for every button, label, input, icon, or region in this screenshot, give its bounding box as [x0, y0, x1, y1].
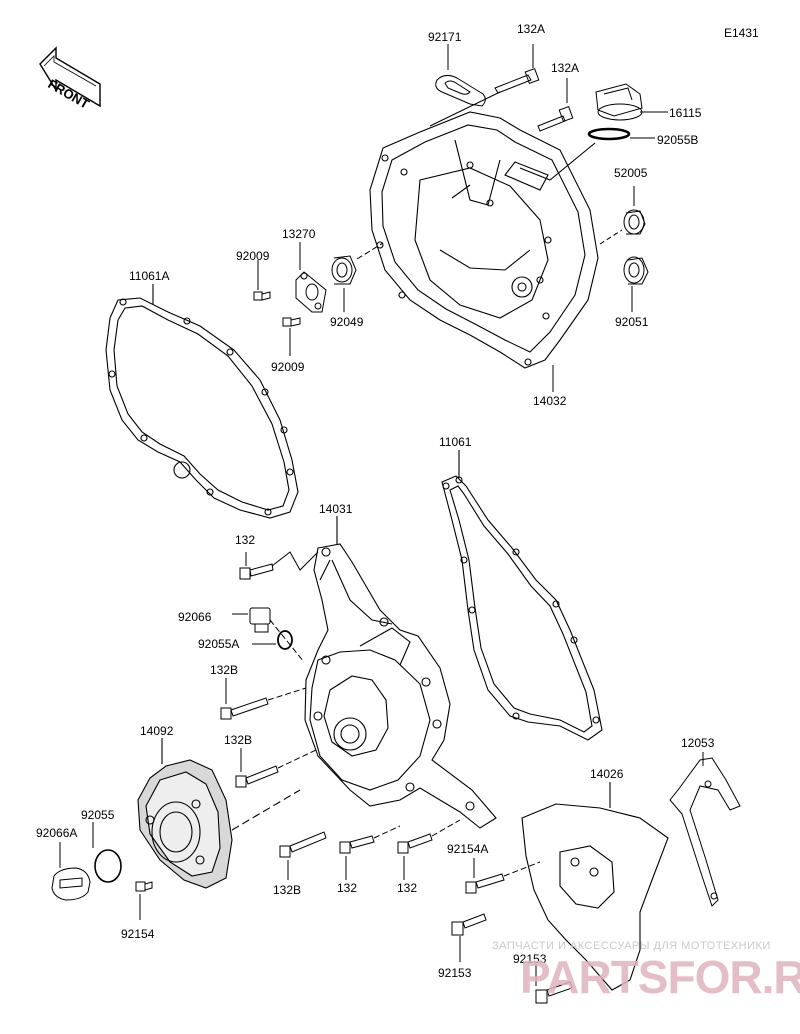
watermark-logo: PARTSFOR.RU	[520, 951, 800, 1003]
bolt-132-top[interactable]	[239, 551, 319, 580]
label-132-3: 132	[397, 881, 418, 895]
gasket-11061a[interactable]	[105, 284, 299, 519]
ref-code: E1431	[724, 26, 759, 40]
label-92009-1: 92009	[236, 249, 270, 263]
bolt-132a-lower[interactable]	[537, 106, 574, 132]
label-92009-2: 92009	[271, 360, 305, 374]
label-92066a: 92066A	[36, 826, 78, 840]
screw-92009-upper[interactable]	[253, 260, 271, 301]
bracket-12053[interactable]	[669, 752, 741, 907]
label-11061a: 11061A	[129, 269, 170, 283]
clamp-92171[interactable]	[435, 44, 486, 107]
bolt-132-mid[interactable]	[339, 825, 401, 880]
seal-52005[interactable]	[599, 186, 646, 245]
label-92153-2: 92153	[513, 952, 547, 966]
label-14032: 14032	[533, 394, 567, 408]
label-132b-2: 132B	[224, 733, 253, 747]
bolt-132b-b[interactable]	[235, 748, 317, 788]
bolt-132b-c[interactable]	[279, 831, 327, 880]
bolt-92153-left[interactable]	[451, 913, 487, 962]
label-132a-1: 132A	[517, 22, 546, 36]
screw-92009-lower[interactable]	[282, 317, 301, 356]
seal-92051[interactable]	[623, 256, 649, 312]
label-132-1: 132	[235, 533, 256, 547]
oil-cap-16115[interactable]	[595, 83, 668, 121]
bolt-132b-a[interactable]	[220, 678, 307, 720]
label-132-2: 132	[337, 881, 358, 895]
bolt-132-right[interactable]	[397, 819, 461, 880]
label-52005: 52005	[614, 166, 648, 180]
generator-cover[interactable]	[304, 516, 497, 829]
label-92171: 92171	[428, 30, 462, 44]
label-92055: 92055	[81, 808, 115, 822]
bolt-132a-upper[interactable]	[429, 68, 540, 127]
front-arrow-icon	[39, 46, 101, 108]
label-92055a: 92055A	[198, 637, 240, 651]
label-16115: 16115	[669, 106, 702, 120]
label-92051: 92051	[615, 315, 649, 329]
plug-92066[interactable]	[232, 607, 305, 663]
clutch-cover[interactable]	[369, 111, 599, 369]
gasket-11061[interactable]	[441, 450, 603, 741]
label-14031: 14031	[319, 502, 353, 516]
label-92153-1: 92153	[438, 966, 472, 980]
label-92049: 92049	[330, 315, 364, 329]
sprocket-cover[interactable]	[521, 782, 669, 991]
label-92055b: 92055B	[657, 133, 699, 147]
label-14092: 14092	[140, 724, 174, 738]
label-14026: 14026	[590, 767, 624, 781]
label-92066: 92066	[178, 610, 212, 624]
label-132b-1: 132B	[210, 663, 239, 677]
screw-92154[interactable]	[135, 881, 153, 920]
label-92154: 92154	[121, 927, 155, 941]
label-132a-2: 132A	[551, 61, 580, 75]
seal-92049[interactable]	[331, 242, 384, 312]
label-11061: 11061	[439, 435, 472, 449]
label-92154a: 92154A	[447, 842, 489, 856]
o-ring-92055b[interactable]	[587, 127, 655, 141]
cover-14092[interactable]	[137, 738, 301, 889]
o-ring-92055[interactable]	[92, 822, 122, 883]
label-132b-3: 132B	[273, 883, 302, 897]
watermark-tagline: ЗАПЧАСТИ И АКСЕССУАРЫ ДЛЯ МОТОТЕХНИКИ	[492, 940, 771, 952]
label-12053: 12053	[681, 736, 715, 750]
bolt-92153-bottom[interactable]	[535, 964, 573, 1004]
o-ring-92055a[interactable]	[252, 630, 293, 650]
plate-13270[interactable]	[295, 242, 327, 313]
bolt-92154a[interactable]	[465, 858, 541, 894]
label-13270: 13270	[282, 227, 316, 241]
plug-92066a[interactable]	[51, 842, 91, 901]
